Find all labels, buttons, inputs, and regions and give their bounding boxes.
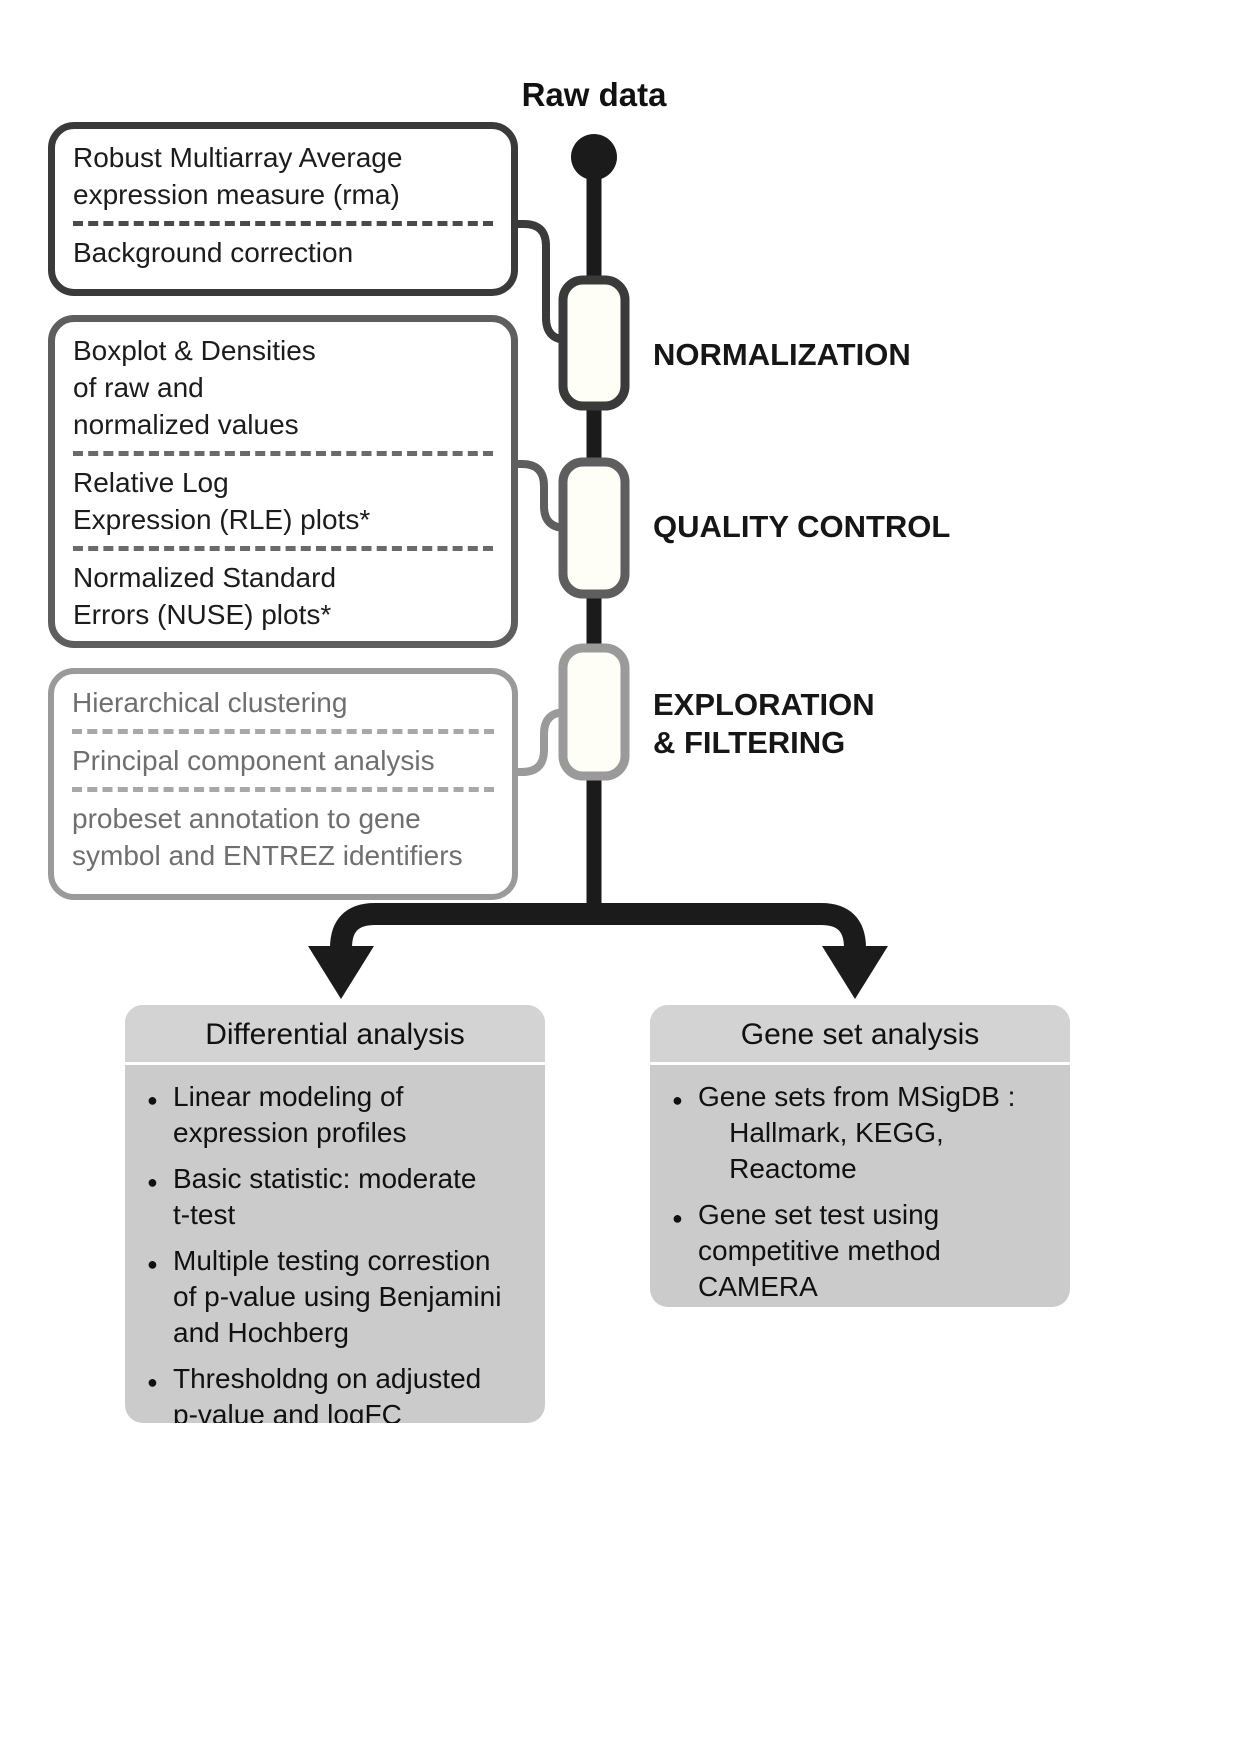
raw-data-start-icon — [571, 134, 617, 180]
normalization-methods-box: Robust Multiarray Average expression mea… — [48, 122, 518, 296]
stage-label-exploration-filtering: EXPLORATION & FILTERING — [653, 687, 875, 760]
quality-control-methods-box: Boxplot & Densities of raw and normalize… — [48, 315, 518, 648]
differential-analysis-title: Differential analysis — [125, 1005, 545, 1062]
dashed-divider — [72, 729, 494, 734]
method-item: probeset annotation to gene symbol and E… — [72, 803, 463, 871]
dashed-divider — [73, 546, 493, 551]
connector-exploration — [508, 708, 567, 776]
list-item: Basic statistic: moderate t-test — [147, 1161, 531, 1233]
dashed-divider — [73, 451, 493, 456]
differential-analysis-list: Linear modeling of expression profiles B… — [125, 1079, 545, 1423]
connector-quality-control — [508, 460, 567, 532]
right-arrowhead-icon — [822, 946, 888, 999]
list-item-text: Gene sets from MSigDB : Hallmark, KEGG, … — [698, 1081, 1016, 1184]
normalization-node — [558, 275, 630, 411]
method-item: Normalized Standard Errors (NUSE) plots* — [73, 562, 337, 630]
method-item: Background correction — [73, 237, 354, 268]
method-item: Hierarchical clustering — [72, 687, 348, 718]
list-item: Linear modeling of expression profiles — [147, 1079, 531, 1151]
dashed-divider — [73, 221, 493, 226]
list-item-text: Linear modeling of expression profiles — [173, 1081, 407, 1148]
connector-normalization — [508, 220, 569, 344]
bullet-icon — [672, 1079, 698, 1187]
gene-set-analysis-box: Gene set analysis Gene sets from MSigDB … — [650, 1005, 1070, 1307]
list-item: Thresholdng on adjusted p-value and logF… — [147, 1361, 531, 1423]
method-item: Relative Log Expression (RLE) plots* — [73, 467, 371, 535]
list-item-text: Thresholdng on adjusted p-value and logF… — [173, 1363, 482, 1423]
dashed-divider — [72, 787, 494, 792]
exploration-node — [558, 643, 630, 781]
stage-label-quality-control: QUALITY CONTROL — [653, 509, 951, 544]
bullet-icon — [147, 1161, 173, 1233]
method-item: Boxplot & Densities of raw and normalize… — [73, 335, 316, 440]
method-item: Principal component analysis — [72, 745, 435, 776]
fork-line — [330, 903, 866, 950]
left-arrowhead-icon — [308, 946, 374, 999]
list-item: Multiple testing correstion of p-value u… — [147, 1243, 531, 1351]
quality-control-node — [558, 457, 630, 599]
bullet-icon — [672, 1197, 698, 1305]
raw-data-label: Raw data — [521, 76, 667, 113]
gene-set-analysis-title: Gene set analysis — [650, 1005, 1070, 1062]
exploration-methods-box: Hierarchical clustering Principal compon… — [48, 668, 518, 900]
list-item-text: Basic statistic: moderate t-test — [173, 1163, 477, 1230]
title-divider — [125, 1062, 545, 1065]
list-item-text: Multiple testing correstion of p-value u… — [173, 1245, 502, 1348]
gene-set-analysis-list: Gene sets from MSigDB : Hallmark, KEGG, … — [650, 1079, 1070, 1305]
stage-label-normalization: NORMALIZATION — [653, 337, 911, 372]
list-item: Gene set test using competitive method C… — [672, 1197, 1056, 1305]
list-item-text: Gene set test using competitive method C… — [698, 1199, 941, 1302]
bullet-icon — [147, 1079, 173, 1151]
differential-analysis-box: Differential analysis Linear modeling of… — [125, 1005, 545, 1423]
method-item: Robust Multiarray Average expression mea… — [73, 142, 403, 210]
list-item: Gene sets from MSigDB : Hallmark, KEGG, … — [672, 1079, 1056, 1187]
title-divider — [650, 1062, 1070, 1065]
bullet-icon — [147, 1361, 173, 1423]
bullet-icon — [147, 1243, 173, 1351]
